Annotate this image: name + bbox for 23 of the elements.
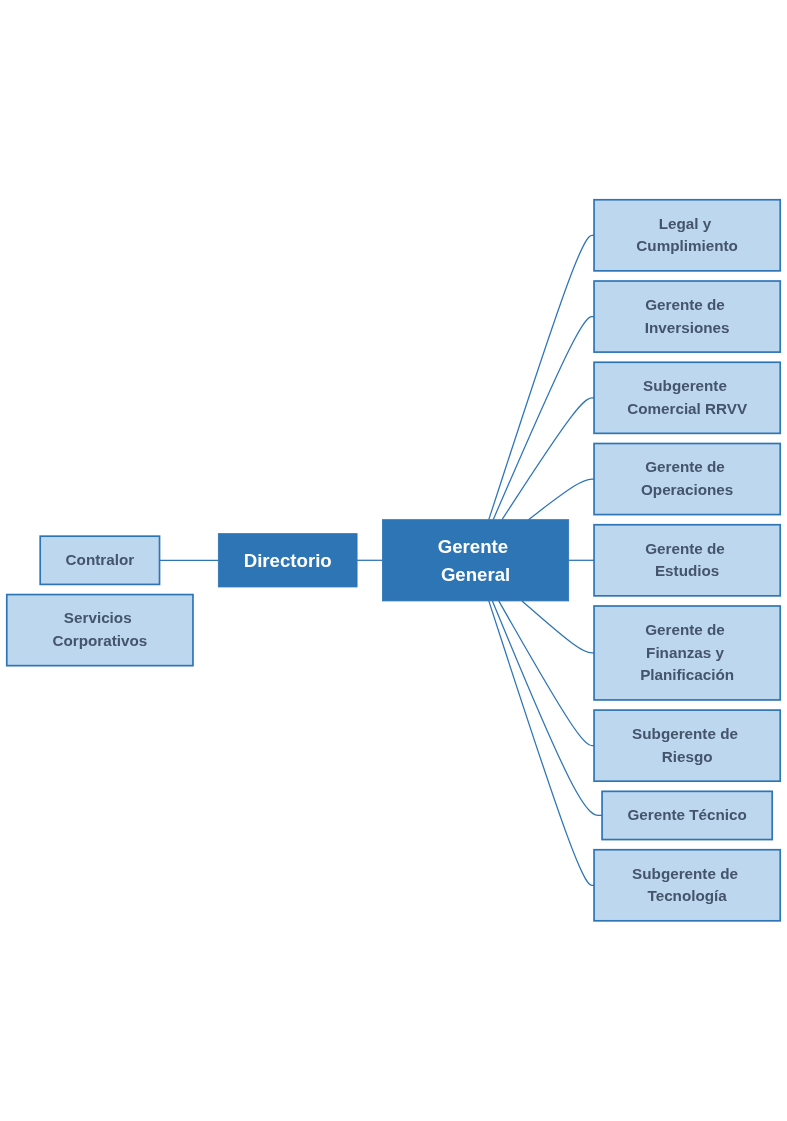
- node-box: Gerente de Estudios: [593, 524, 782, 597]
- node-box: Subgerente Comercial RRVV: [593, 361, 782, 435]
- node-box: Gerente Técnico: [601, 790, 774, 841]
- connector: [498, 600, 595, 747]
- node-box: Contralor: [39, 535, 161, 586]
- connector: [491, 600, 603, 817]
- node-box: Gerente de Operaciones: [593, 442, 782, 516]
- node-box: Subgerente de Tecnología: [593, 849, 782, 922]
- connector: [488, 234, 595, 521]
- connector: [521, 600, 595, 654]
- node-box: Gerente General: [382, 519, 570, 602]
- node-box: Directorio: [217, 533, 358, 588]
- connector: [492, 316, 595, 521]
- connector: [356, 559, 384, 562]
- connector: [568, 559, 595, 562]
- connector: [527, 478, 595, 521]
- node-box: Gerente de Finanzas y Planificación: [593, 605, 782, 701]
- node-box: Legal y Cumplimiento: [593, 199, 782, 272]
- node-box: Servicios Corporativos: [5, 593, 194, 667]
- connector: [488, 600, 595, 887]
- node-box: Subgerente de Riesgo: [593, 709, 782, 783]
- node-box: Gerente de Inversiones: [593, 280, 782, 354]
- connector: [501, 397, 595, 521]
